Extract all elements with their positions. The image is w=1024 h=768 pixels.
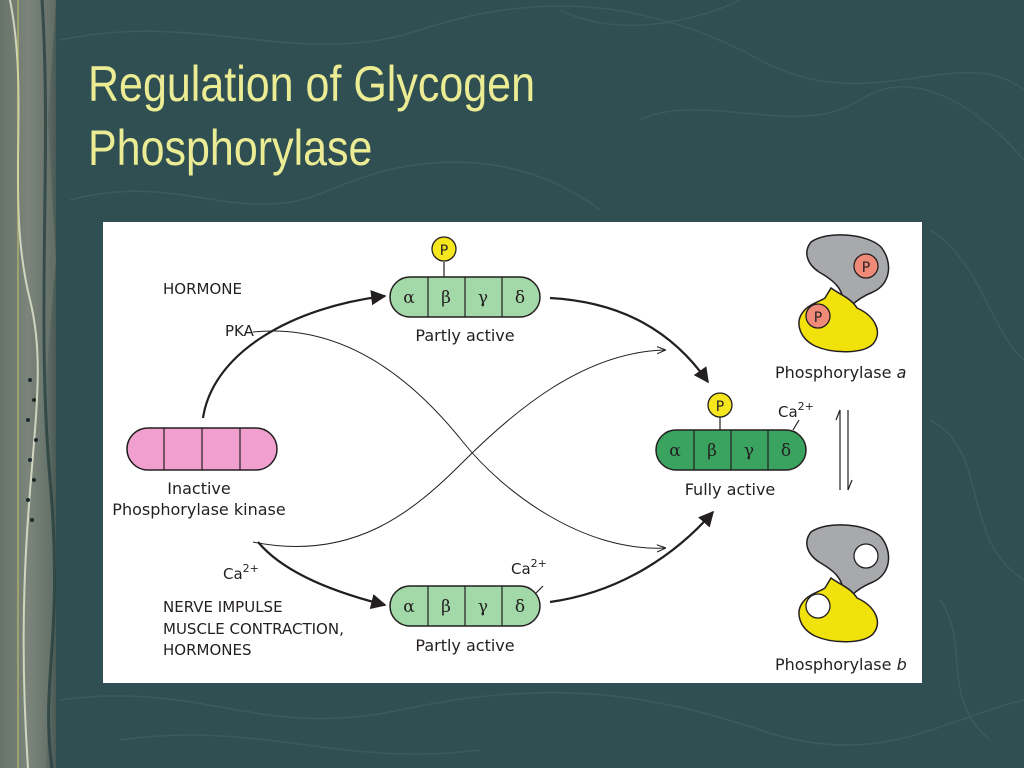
subunit-beta: β — [441, 597, 451, 617]
equilibrium-arrows — [835, 409, 853, 491]
partly-active-kinase-calcium: α β γ δ — [389, 585, 544, 627]
svg-text:P: P — [440, 243, 448, 259]
slide-title-line-2: Phosphorylase — [88, 120, 373, 176]
nerve-impulse-label: NERVE IMPULSE — [163, 598, 283, 616]
subunit-alpha: α — [669, 441, 681, 461]
slide-title-line-1: Regulation of Glycogen — [88, 56, 536, 112]
calcium-label-bottom: Ca2+ — [511, 557, 547, 578]
hormones-label: HORMONES — [163, 641, 251, 659]
decorative-left-strip — [0, 0, 57, 768]
phosphorylase-kinase-label: Phosphorylase kinase — [112, 500, 285, 519]
subunit-alpha: α — [403, 597, 415, 617]
subunit-gamma: γ — [744, 441, 754, 461]
svg-text:P: P — [716, 399, 724, 415]
phosphorylase-a-label: Phosphorylase a — [775, 363, 906, 382]
partly-active-kinase-phosphorylated: P α β γ δ — [389, 236, 541, 318]
inactive-label: Inactive — [167, 479, 231, 498]
subunit-delta: δ — [781, 441, 791, 461]
inactive-phosphorylase-kinase — [126, 427, 278, 471]
crossing-arrow-bottom-to-top — [252, 350, 665, 547]
crossing-arrow-top-to-bottom — [252, 330, 665, 548]
phosphate-top — [431, 236, 457, 262]
partly-active-label-bottom: Partly active — [415, 636, 514, 655]
subunit-alpha: α — [403, 288, 415, 308]
phosphate-fully-active — [707, 392, 733, 418]
svg-text:P: P — [862, 260, 870, 276]
partly-active-label-top: Partly active — [415, 326, 514, 345]
phosphate-on-phosphorylase-a-gray — [853, 253, 879, 279]
empty-site-yellow — [805, 593, 831, 619]
calcium-label-fully-active: Ca2+ — [778, 400, 814, 421]
phosphorylase-b-illustration — [798, 524, 890, 643]
partly-to-fully-arrow-top — [549, 296, 709, 384]
hormone-pka-arrow — [201, 290, 387, 419]
empty-site-gray — [853, 543, 879, 569]
subunit-gamma: γ — [478, 288, 488, 308]
phosphorylase-a-illustration: P P — [798, 234, 890, 353]
slide-title: Regulation of Glycogen Phosphorylase — [88, 52, 535, 180]
phosphate-on-phosphorylase-a-yellow — [805, 303, 831, 329]
calcium-label-left: Ca2+ — [223, 562, 259, 583]
svg-text:P: P — [814, 310, 822, 326]
subunit-beta: β — [707, 441, 717, 461]
muscle-contraction-label: MUSCLE CONTRACTION, — [163, 620, 344, 638]
phosphorylase-b-label: Phosphorylase b — [775, 655, 907, 674]
partly-to-fully-arrow-bottom — [549, 510, 715, 604]
topographic-contour-lines — [59, 0, 1024, 755]
hormone-label: HORMONE — [163, 280, 242, 298]
subunit-delta: δ — [515, 597, 525, 617]
subunit-delta: δ — [515, 288, 525, 308]
subunit-beta: β — [441, 288, 451, 308]
regulation-diagram: Inactive Phosphorylase kinase HORMONE PK… — [112, 234, 907, 674]
fully-active-kinase: P α β γ δ — [655, 392, 807, 471]
subunit-gamma: γ — [478, 597, 488, 617]
fully-active-label: Fully active — [685, 480, 776, 499]
pka-label: PKA — [225, 322, 255, 340]
phosphorylase-regulation-figure: Inactive Phosphorylase kinase HORMONE PK… — [103, 222, 922, 683]
calcium-arrow — [257, 541, 387, 610]
